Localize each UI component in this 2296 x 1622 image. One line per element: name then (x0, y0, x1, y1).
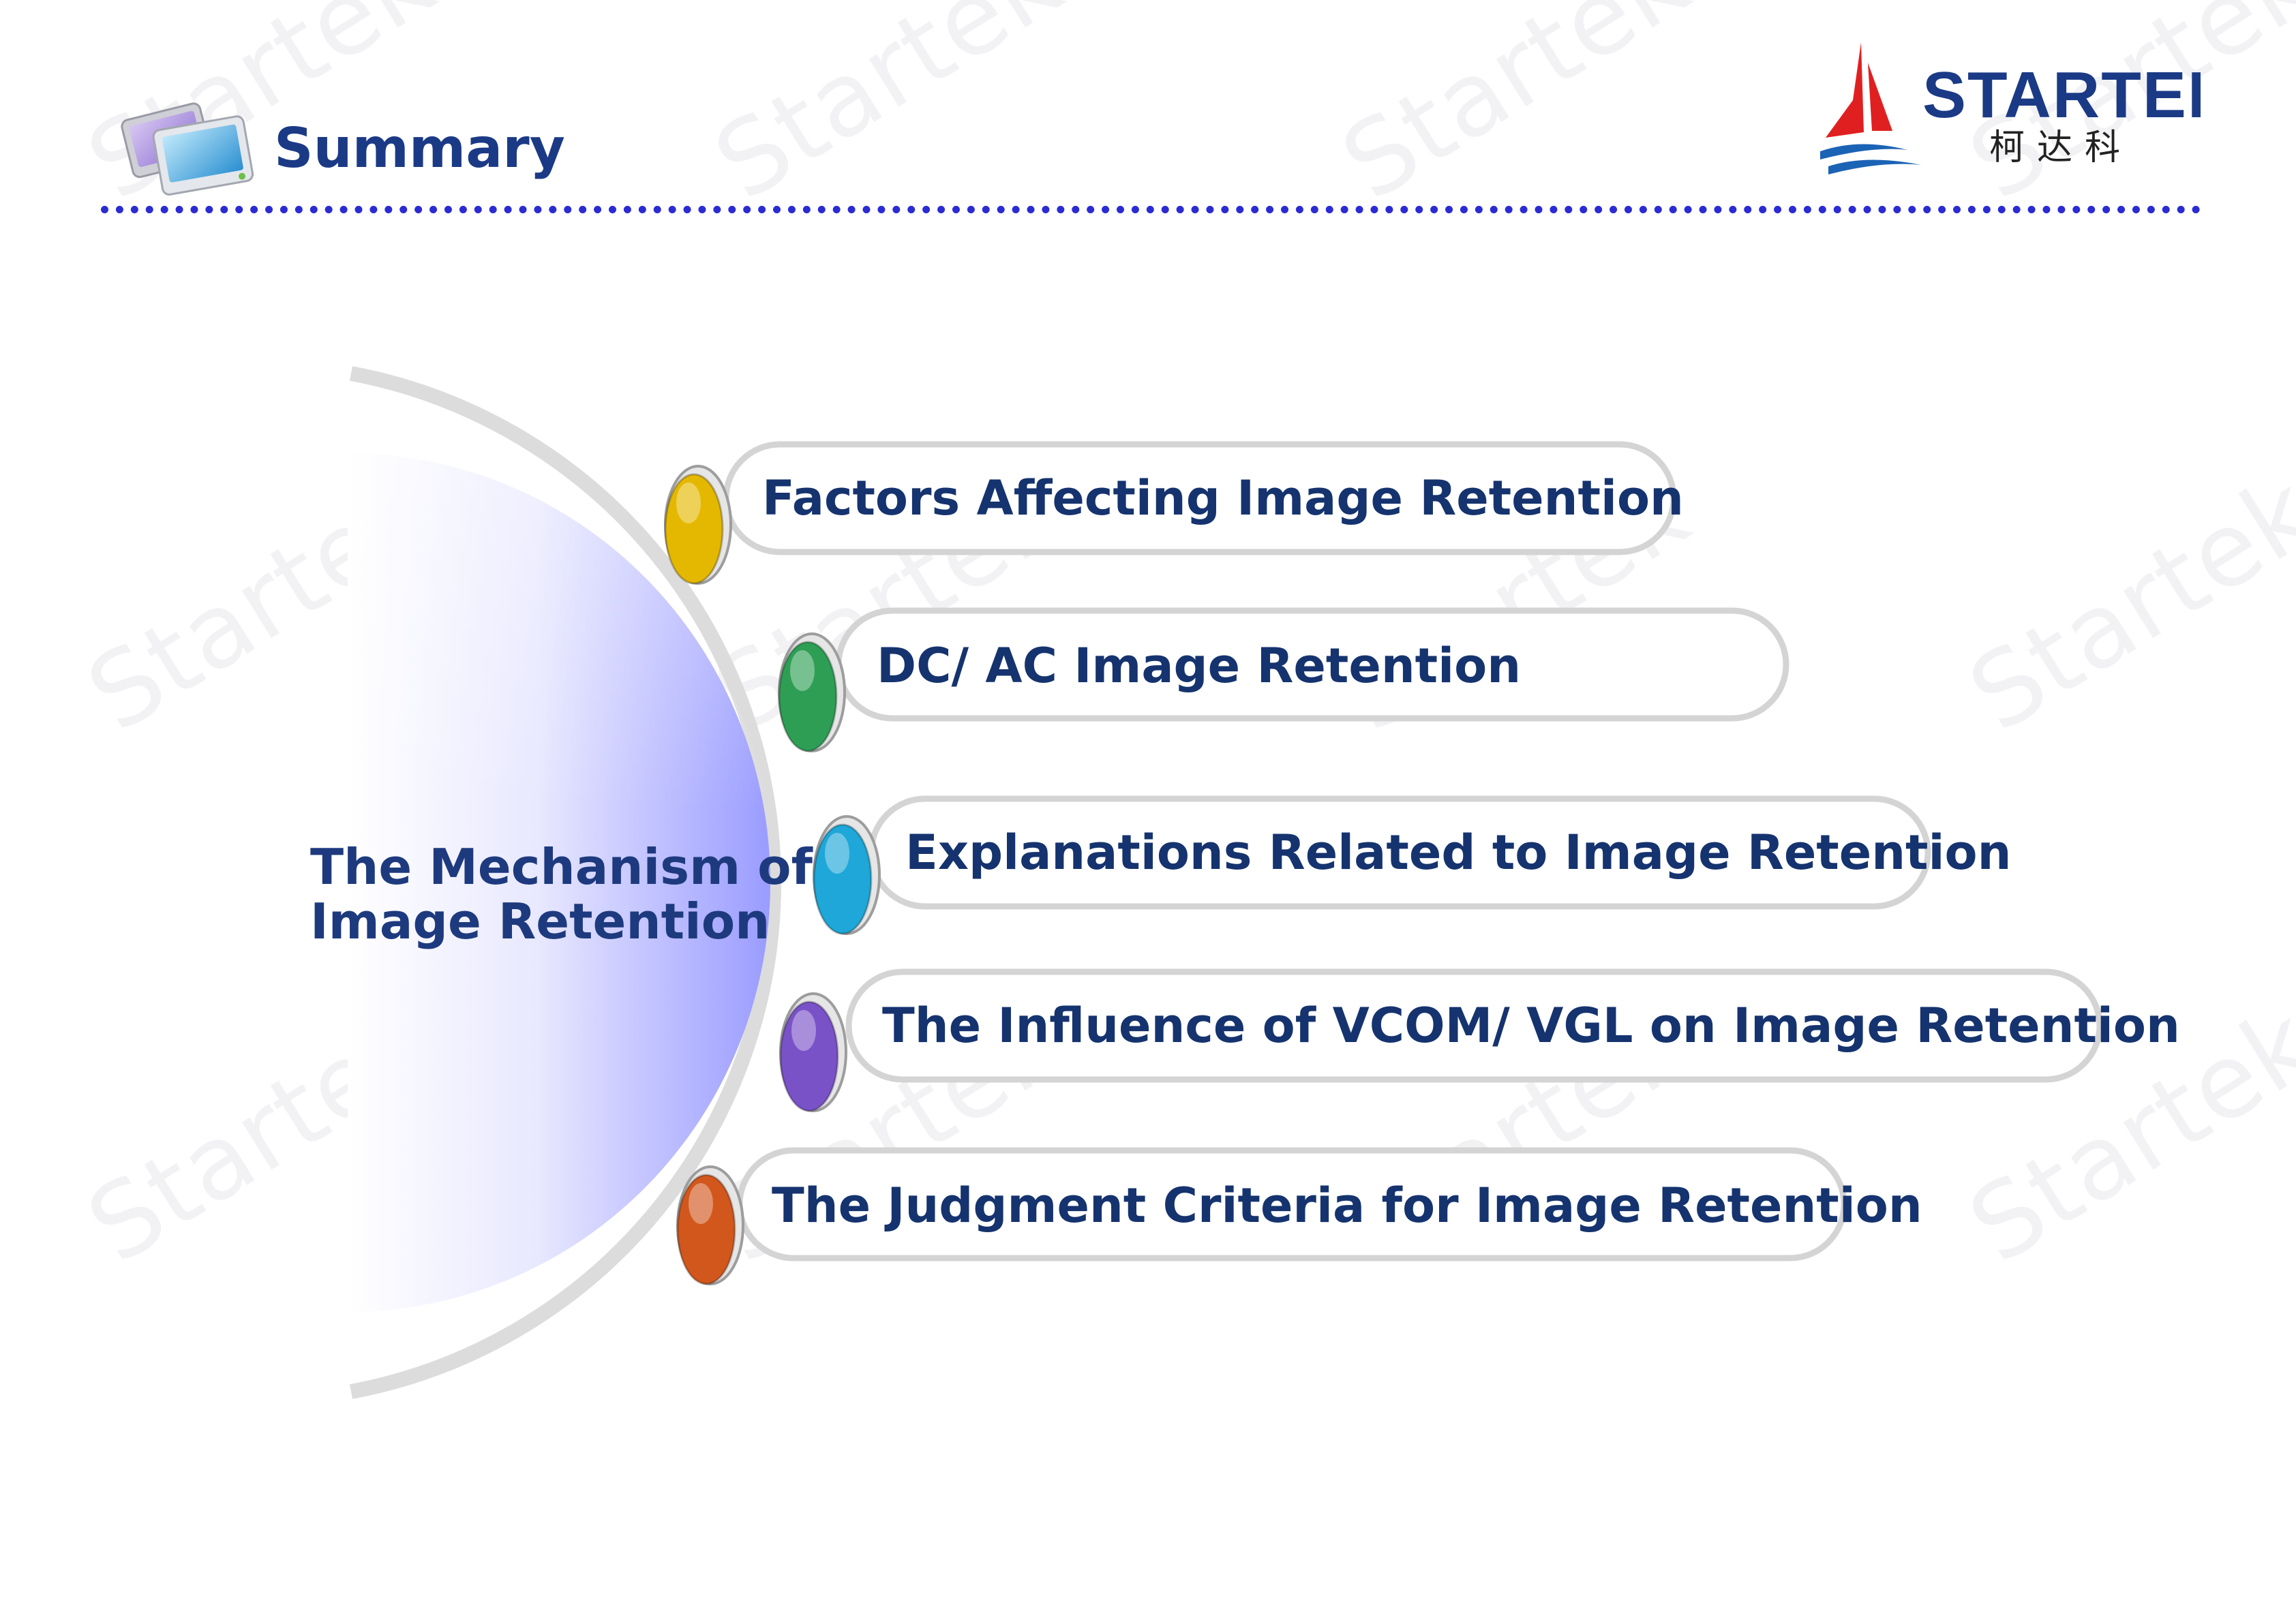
item-label-dc-ac: DC/ AC Image Retention (877, 638, 1522, 694)
item-bead-gloss-vcom-vgl (791, 1010, 816, 1051)
item-bead-gloss-factors (676, 483, 701, 523)
item-bead-gloss-explanations (825, 833, 849, 874)
center-label-line-1: The Mechanism of (310, 838, 813, 896)
item-pills-layer (664, 441, 2103, 1285)
center-label: The Mechanism of Image Retention (310, 840, 813, 949)
logo-subtitle-text: 柯达科 (1989, 127, 2132, 168)
item-pill-vcom-vgl (845, 968, 2103, 1083)
background-arc (349, 366, 782, 1399)
startek-logo: STARTEK 柯达科 (1820, 42, 2201, 174)
item-label-factors: Factors Affecting Image Retention (762, 470, 1684, 526)
title-divider (101, 206, 2201, 213)
hemisphere-highlight (348, 453, 769, 811)
item-bead-dc-ac (778, 641, 838, 752)
item-bead-judgment (676, 1174, 736, 1285)
item-bead-gloss-dc-ac (790, 650, 815, 691)
slides-icon (121, 102, 254, 196)
item-bead-vcom-vgl (779, 1000, 839, 1112)
item-label-judgment: The Judgment Criteria for Image Retentio… (772, 1178, 1922, 1234)
page-title: Summary (274, 117, 565, 180)
item-bead-explanations (813, 823, 873, 935)
item-label-explanations: Explanations Related to Image Retention (905, 825, 2012, 881)
center-label-line-2: Image Retention (310, 893, 770, 950)
item-bead-gloss-judgment (689, 1183, 713, 1224)
item-bead-factors (664, 473, 724, 585)
item-label-vcom-vgl: The Influence of VCOM/ VGL on Image Rete… (882, 998, 2180, 1054)
logo-brand-text: STARTEK (1922, 59, 2201, 132)
